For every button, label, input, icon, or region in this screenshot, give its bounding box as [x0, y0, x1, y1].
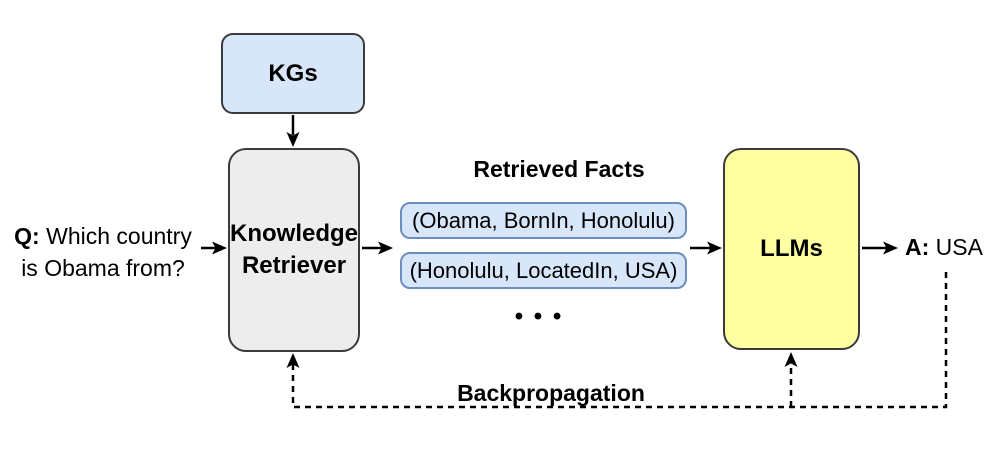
answer-value: USA: [935, 234, 983, 260]
arrow-facts-to-llms: [690, 241, 722, 255]
retrieved-facts-title: Retrieved Facts: [473, 156, 645, 182]
arrow-llms-to-answer: [862, 241, 898, 255]
question-prefix: Q:: [14, 223, 40, 249]
arrow-retriever-to-facts: [362, 241, 393, 255]
fact-pill: (Obama, BornIn, Honolulu): [400, 202, 687, 239]
fact-text: (Honolulu, LocatedIn, USA): [409, 257, 678, 283]
fact-text: (Obama, BornIn, Honolulu): [412, 207, 675, 233]
answer-prefix: A:: [905, 234, 930, 260]
backpropagation-label: Backpropagation: [457, 380, 645, 406]
dashed-arrowhead-to-retriever: [286, 353, 300, 368]
question-line2: is Obama from?: [21, 255, 185, 281]
dashed-arrowhead-to-llms: [784, 352, 798, 367]
knowledge-retriever-label: Knowledge Retriever: [230, 220, 359, 279]
answer-text: A: USA: [905, 234, 983, 261]
question-text: Q: Which country is Obama from?: [2, 220, 204, 284]
knowledge-retriever-node: Knowledge Retriever: [228, 148, 360, 352]
llms-label: LLMs: [760, 235, 823, 262]
ellipsis-dots: • • •: [514, 303, 564, 330]
arrow-kgs-to-retriever: [286, 115, 300, 147]
kgs-node: KGs: [221, 33, 365, 114]
kgs-label: KGs: [268, 59, 318, 87]
question-line1: Which country: [46, 223, 192, 249]
llms-node: LLMs: [723, 148, 860, 350]
dashed-backprop-path: [291, 272, 948, 409]
fact-pill: (Honolulu, LocatedIn, USA): [400, 252, 687, 289]
arrow-question-to-retriever: [201, 241, 227, 255]
